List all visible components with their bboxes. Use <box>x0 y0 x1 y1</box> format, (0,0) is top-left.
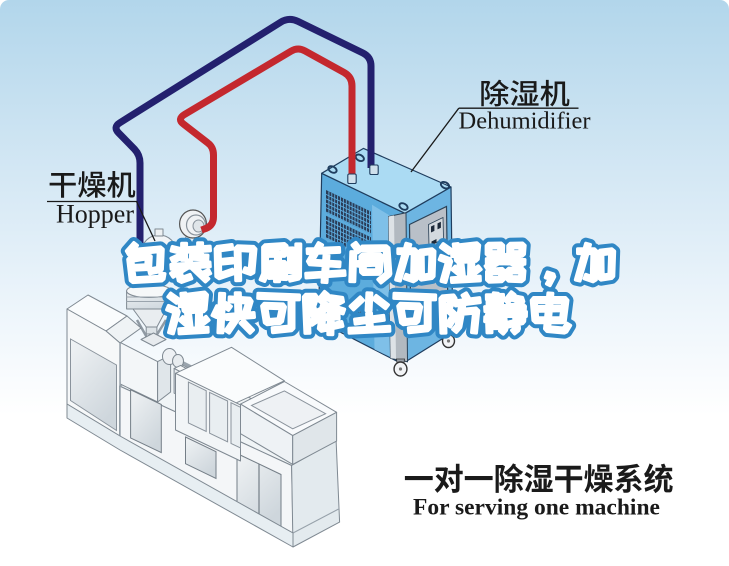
svg-text:For serving one machine: For serving one machine <box>413 495 660 521</box>
svg-text:Dehumidifier: Dehumidifier <box>459 108 591 135</box>
svg-text:Hopper: Hopper <box>56 200 134 229</box>
